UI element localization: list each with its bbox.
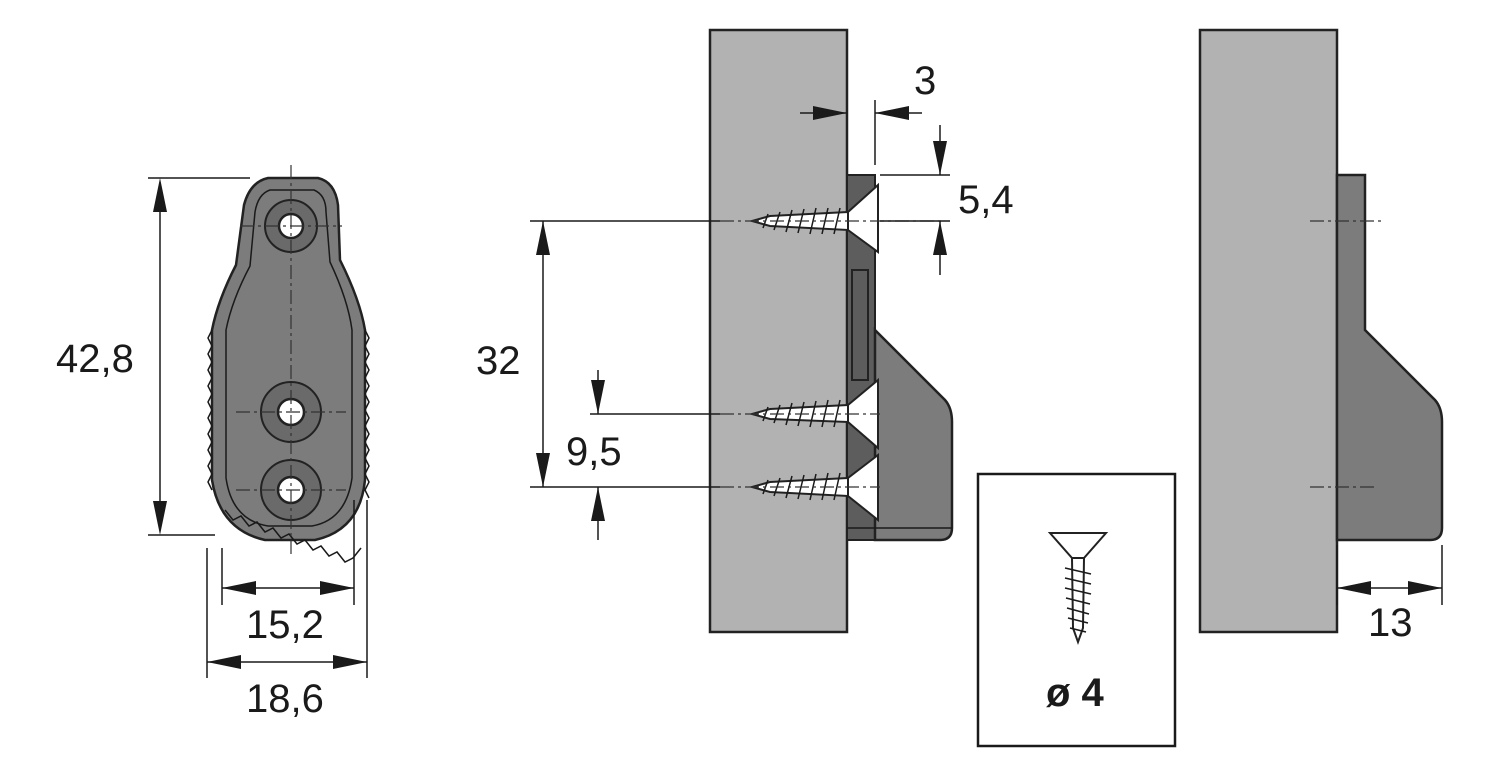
outer-width-arrow-right (333, 655, 367, 669)
inner-width-arrow-right (320, 581, 354, 595)
spacing-dimension-label: 32 (476, 339, 521, 383)
dim-54-arrow-bottom (933, 221, 947, 255)
depth-arrow-right (1408, 581, 1442, 595)
dim-95-arrow-top (591, 380, 605, 414)
bracket-hook-body (873, 326, 954, 542)
ribs-right (364, 329, 370, 499)
dim-3-arrow-left (813, 106, 847, 120)
outer-width-arrow-left (207, 655, 241, 669)
ribs-bottom (224, 509, 362, 563)
screw-top-dimension-label: 5,4 (958, 178, 1014, 222)
bracket-profile-right (1335, 173, 1444, 542)
front-view: 42,8 15,2 18,6 (56, 165, 370, 721)
screw-diameter-label: ø 4 (1046, 671, 1105, 715)
wood-panel-side (708, 28, 849, 634)
depth-dimension-label: 13 (1368, 601, 1413, 645)
height-arrow-top (153, 178, 167, 212)
base-slot (851, 269, 869, 381)
outer-width-dimension-label: 18,6 (246, 677, 324, 721)
screw-detail-thread (1064, 567, 1092, 633)
dim-3-arrow-right (875, 106, 909, 120)
depth-arrow-left (1337, 581, 1371, 595)
spacing-arrow-bottom (536, 453, 550, 487)
bracket-front-body (210, 176, 367, 542)
height-dimension-label: 42,8 (56, 337, 134, 381)
height-arrow-bottom (153, 501, 167, 535)
dim-95-arrow-bottom (591, 487, 605, 521)
inner-width-arrow-left (222, 581, 256, 595)
screw-detail-box: ø 4 (976, 472, 1177, 748)
ribs-left (207, 329, 213, 491)
wood-panel-right (1198, 28, 1339, 634)
side-view: 32 9,5 3 5,4 (476, 28, 1014, 634)
dim-54-arrow-top (933, 141, 947, 175)
right-side-view: 13 (1198, 28, 1444, 645)
spacing-arrow-top (536, 221, 550, 255)
bracket-front-inner (225, 189, 353, 527)
inner-width-dimension-label: 15,2 (246, 603, 324, 647)
screw-bottom-dimension-label: 9,5 (566, 430, 622, 474)
offset-dimension-label: 3 (914, 59, 936, 103)
